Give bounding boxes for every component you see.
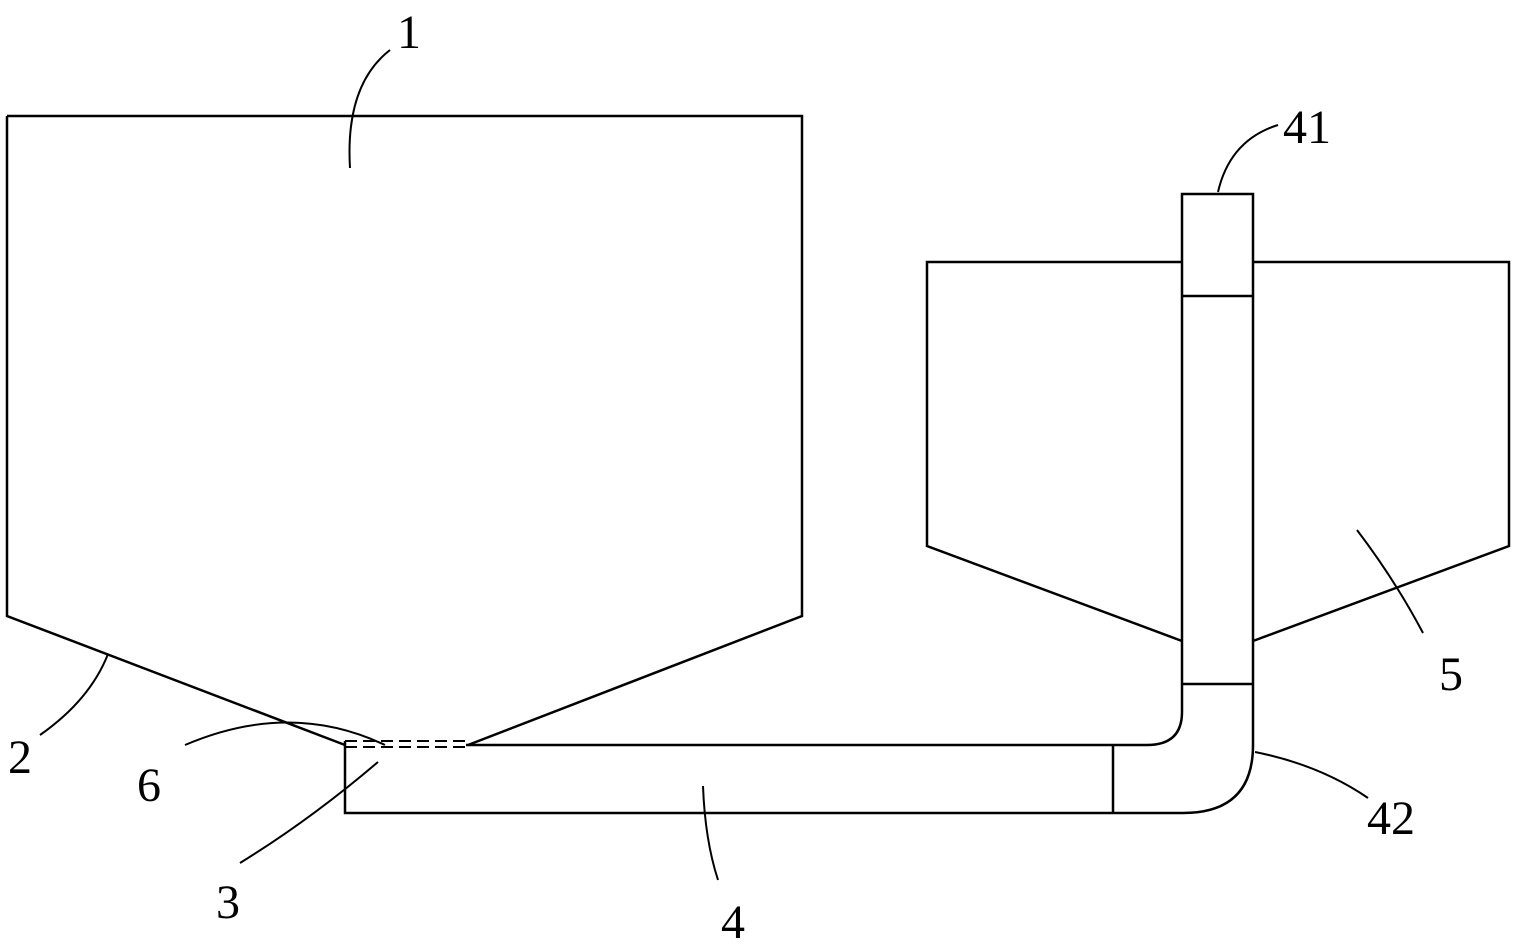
left-tank-body xyxy=(7,114,804,747)
label-2: 2 xyxy=(8,731,32,784)
label-5: 5 xyxy=(1439,648,1463,701)
label-41: 41 xyxy=(1283,101,1331,154)
elbow-inner xyxy=(1146,684,1184,747)
leader-5 xyxy=(1356,529,1424,634)
leader-3 xyxy=(239,761,379,864)
label-4: 4 xyxy=(721,896,745,944)
elbow-outer xyxy=(1182,684,1255,815)
right-tank-left-half xyxy=(925,260,1183,643)
label-3: 3 xyxy=(216,876,240,929)
right-tank-right-half xyxy=(1252,260,1511,643)
leader-41 xyxy=(1217,124,1279,193)
label-6: 6 xyxy=(137,759,161,812)
leader-6 xyxy=(184,721,386,746)
leader-2 xyxy=(39,653,109,736)
leader-1 xyxy=(348,49,391,169)
leader-42 xyxy=(1254,751,1369,799)
horizontal-pipe xyxy=(343,741,1183,815)
vertical-pipe xyxy=(1180,192,1255,684)
leader-4 xyxy=(702,785,719,881)
left-tank-cone-left xyxy=(5,116,346,747)
label-1: 1 xyxy=(397,6,421,59)
label-42: 42 xyxy=(1367,792,1415,845)
